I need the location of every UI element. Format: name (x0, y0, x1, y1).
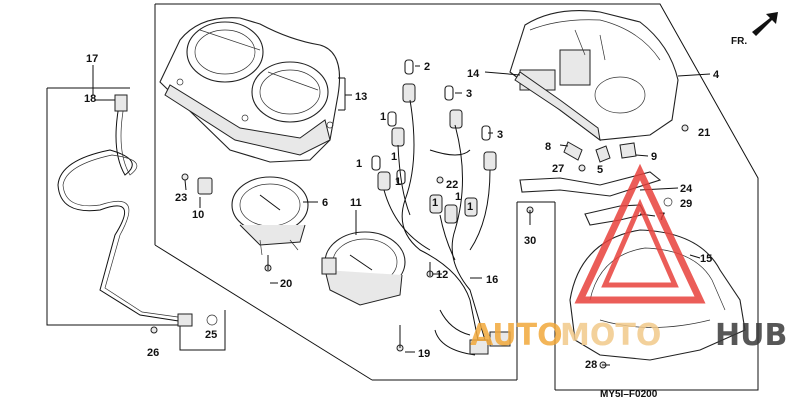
callout-24: 24 (680, 183, 693, 195)
callout-11: 11 (350, 197, 362, 209)
bulb-sockets (371, 59, 497, 224)
frame-outline (46, 3, 759, 391)
callout-1: 1 (356, 158, 362, 170)
callout-21: 21 (698, 127, 710, 139)
callout-12: 12 (436, 269, 448, 281)
callout-2: 2 (424, 61, 430, 73)
callout-29: 29 (680, 198, 692, 210)
front-direction-label: FR. (731, 36, 747, 47)
meter-case-rear (509, 10, 679, 142)
callout-17: 17 (86, 53, 98, 65)
callout-27: 27 (552, 163, 564, 175)
tachometer-unit (231, 176, 309, 256)
callout-19: 19 (418, 348, 430, 360)
callout-18: 18 (84, 93, 96, 105)
meter-case-cover (159, 17, 341, 163)
callout-4: 4 (713, 69, 720, 81)
callout-14: 14 (467, 68, 480, 80)
leader-lines (92, 65, 711, 366)
callout-labels: 1 1 1 1 1 1 1 2 3 3 4 5 6 7 8 9 10 11 12… (84, 53, 720, 371)
diagram-code: MY5I–F0200 (600, 389, 658, 400)
callout-1: 1 (432, 197, 438, 209)
callout-1: 1 (467, 201, 473, 213)
callout-16: 16 (486, 274, 498, 286)
callout-9: 9 (651, 151, 657, 163)
callout-1: 1 (455, 191, 461, 203)
callout-3: 3 (466, 88, 472, 100)
watermark-text-auto: AUTO (470, 318, 563, 353)
fasteners (150, 124, 689, 369)
callout-15: 15 (700, 253, 712, 265)
speedometer-cable (57, 94, 193, 327)
callout-1: 1 (380, 111, 386, 123)
callout-20: 20 (280, 278, 292, 290)
speedometer-unit (321, 231, 406, 306)
callout-6: 6 (322, 197, 328, 209)
watermark-text-moto: MOTO (560, 318, 661, 353)
callout-1: 1 (395, 176, 401, 188)
watermark-text-hub: HUB (715, 318, 787, 353)
callout-28: 28 (585, 359, 597, 371)
front-direction-arrow: FR. (731, 12, 778, 47)
wire-harness (383, 99, 511, 356)
callout-25: 25 (205, 329, 217, 341)
callout-23: 23 (175, 192, 187, 204)
callout-26: 26 (147, 347, 159, 359)
watermark-logo: AUTO MOTO HUB (470, 163, 787, 353)
callout-30: 30 (524, 235, 536, 247)
callout-8: 8 (545, 141, 551, 153)
callout-10: 10 (192, 209, 204, 221)
callout-3: 3 (497, 129, 503, 141)
callout-13: 13 (355, 91, 367, 103)
callout-5: 5 (597, 164, 603, 176)
callout-22: 22 (446, 179, 458, 191)
callout-1: 1 (391, 151, 397, 163)
